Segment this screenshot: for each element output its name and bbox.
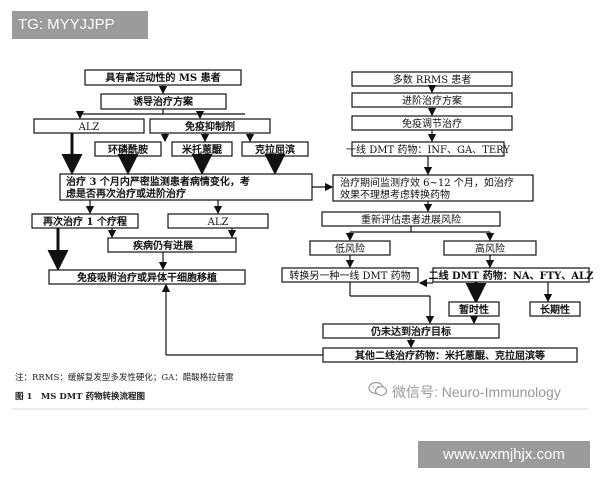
wechat-watermark: 微信号: Neuro-Immunology — [392, 384, 561, 400]
node-rrms-text: 多数 RRMS 患者 — [393, 73, 472, 86]
node-monitor-6-12-line1: 治疗期间监测疗效 6~12 个月，如治疗 — [340, 176, 514, 189]
node-still-progressing-text: 疾病仍有进展 — [133, 239, 193, 252]
node-immunomodulation-text: 免疫调节治疗 — [402, 117, 462, 130]
node-alz — [33, 118, 145, 134]
node-low-risk-text: 低风险 — [335, 242, 365, 255]
node-monitor-line2: 虑是否再次治疗或进阶治疗 — [66, 187, 186, 200]
node-monitor-3-months — [59, 173, 313, 201]
node-mitoxantrone-text: 米托蒽醌 — [182, 143, 222, 156]
node-second-line-text: 二线 DMT 药物：NA、FTY、ALZ — [429, 269, 594, 282]
site-url-label: www.wxmjhjx.com — [418, 441, 590, 468]
node-reassess-text: 重新评估患者进展风险 — [361, 213, 461, 226]
node-immunosuppressant — [149, 118, 271, 134]
node-alz-text: ALZ — [78, 122, 100, 133]
node-hsct-text: 免疫吸附治疗或异体干细胞移植 — [77, 271, 217, 284]
node-induction-text: 诱导治疗方案 — [133, 95, 194, 108]
node-high-activity-ms-text: 具有高活动性的 MS 患者 — [104, 71, 220, 84]
node-still-progressing — [107, 237, 237, 253]
node-switch-text: 转换另一种一线 DMT 药物 — [289, 269, 410, 282]
node-cladribine-text: 克拉屈滨 — [255, 143, 295, 156]
node-immunosuppressant-text: 免疫抑制剂 — [185, 120, 235, 133]
node-temporary-text: 暂时性 — [459, 303, 489, 316]
node-escalation-text: 进阶治疗方案 — [402, 94, 462, 107]
node-alz-2-text: ALZ — [207, 217, 229, 228]
node-retreat-text: 再次治疗 1 个疗程 — [43, 215, 127, 228]
channel-tag: TG: MYYJJPP — [12, 11, 148, 39]
node-first-line-text: 一线 DMT 药物：INF、GA、TERY — [346, 143, 510, 156]
node-alz-2 — [167, 213, 269, 229]
node-goal-not-met-text: 仍未达到治疗目标 — [370, 325, 451, 338]
node-other-second-line-text: 其他二线治疗药物：米托蒽醌、克拉屈滨等 — [355, 349, 545, 362]
node-monitor-6-12-months — [332, 174, 534, 202]
node-cyclophosphamide-text: 环磷酰胺 — [108, 143, 148, 156]
node-high-risk-text: 高风险 — [475, 242, 505, 255]
node-monitor-line1: 治疗 3 个月内严密监测患者病情变化，考 — [66, 175, 250, 188]
footnote: 注：RRMS：缓解复发型多发性硬化；GA：醋酸格拉替雷 — [15, 373, 234, 383]
node-long-term — [529, 301, 581, 317]
node-long-term-text: 长期性 — [540, 303, 570, 316]
node-monitor-6-12-line2: 效果不理想考虑转换药物 — [340, 188, 450, 201]
node-immunoadsorption-hsct — [48, 269, 246, 285]
figure-caption: 图 1 MS DMT 药物转换流程图 — [15, 392, 145, 402]
node-retreat-1-course — [31, 213, 139, 229]
wechat-icon — [368, 381, 388, 396]
node-second-line-dmt — [432, 267, 590, 283]
